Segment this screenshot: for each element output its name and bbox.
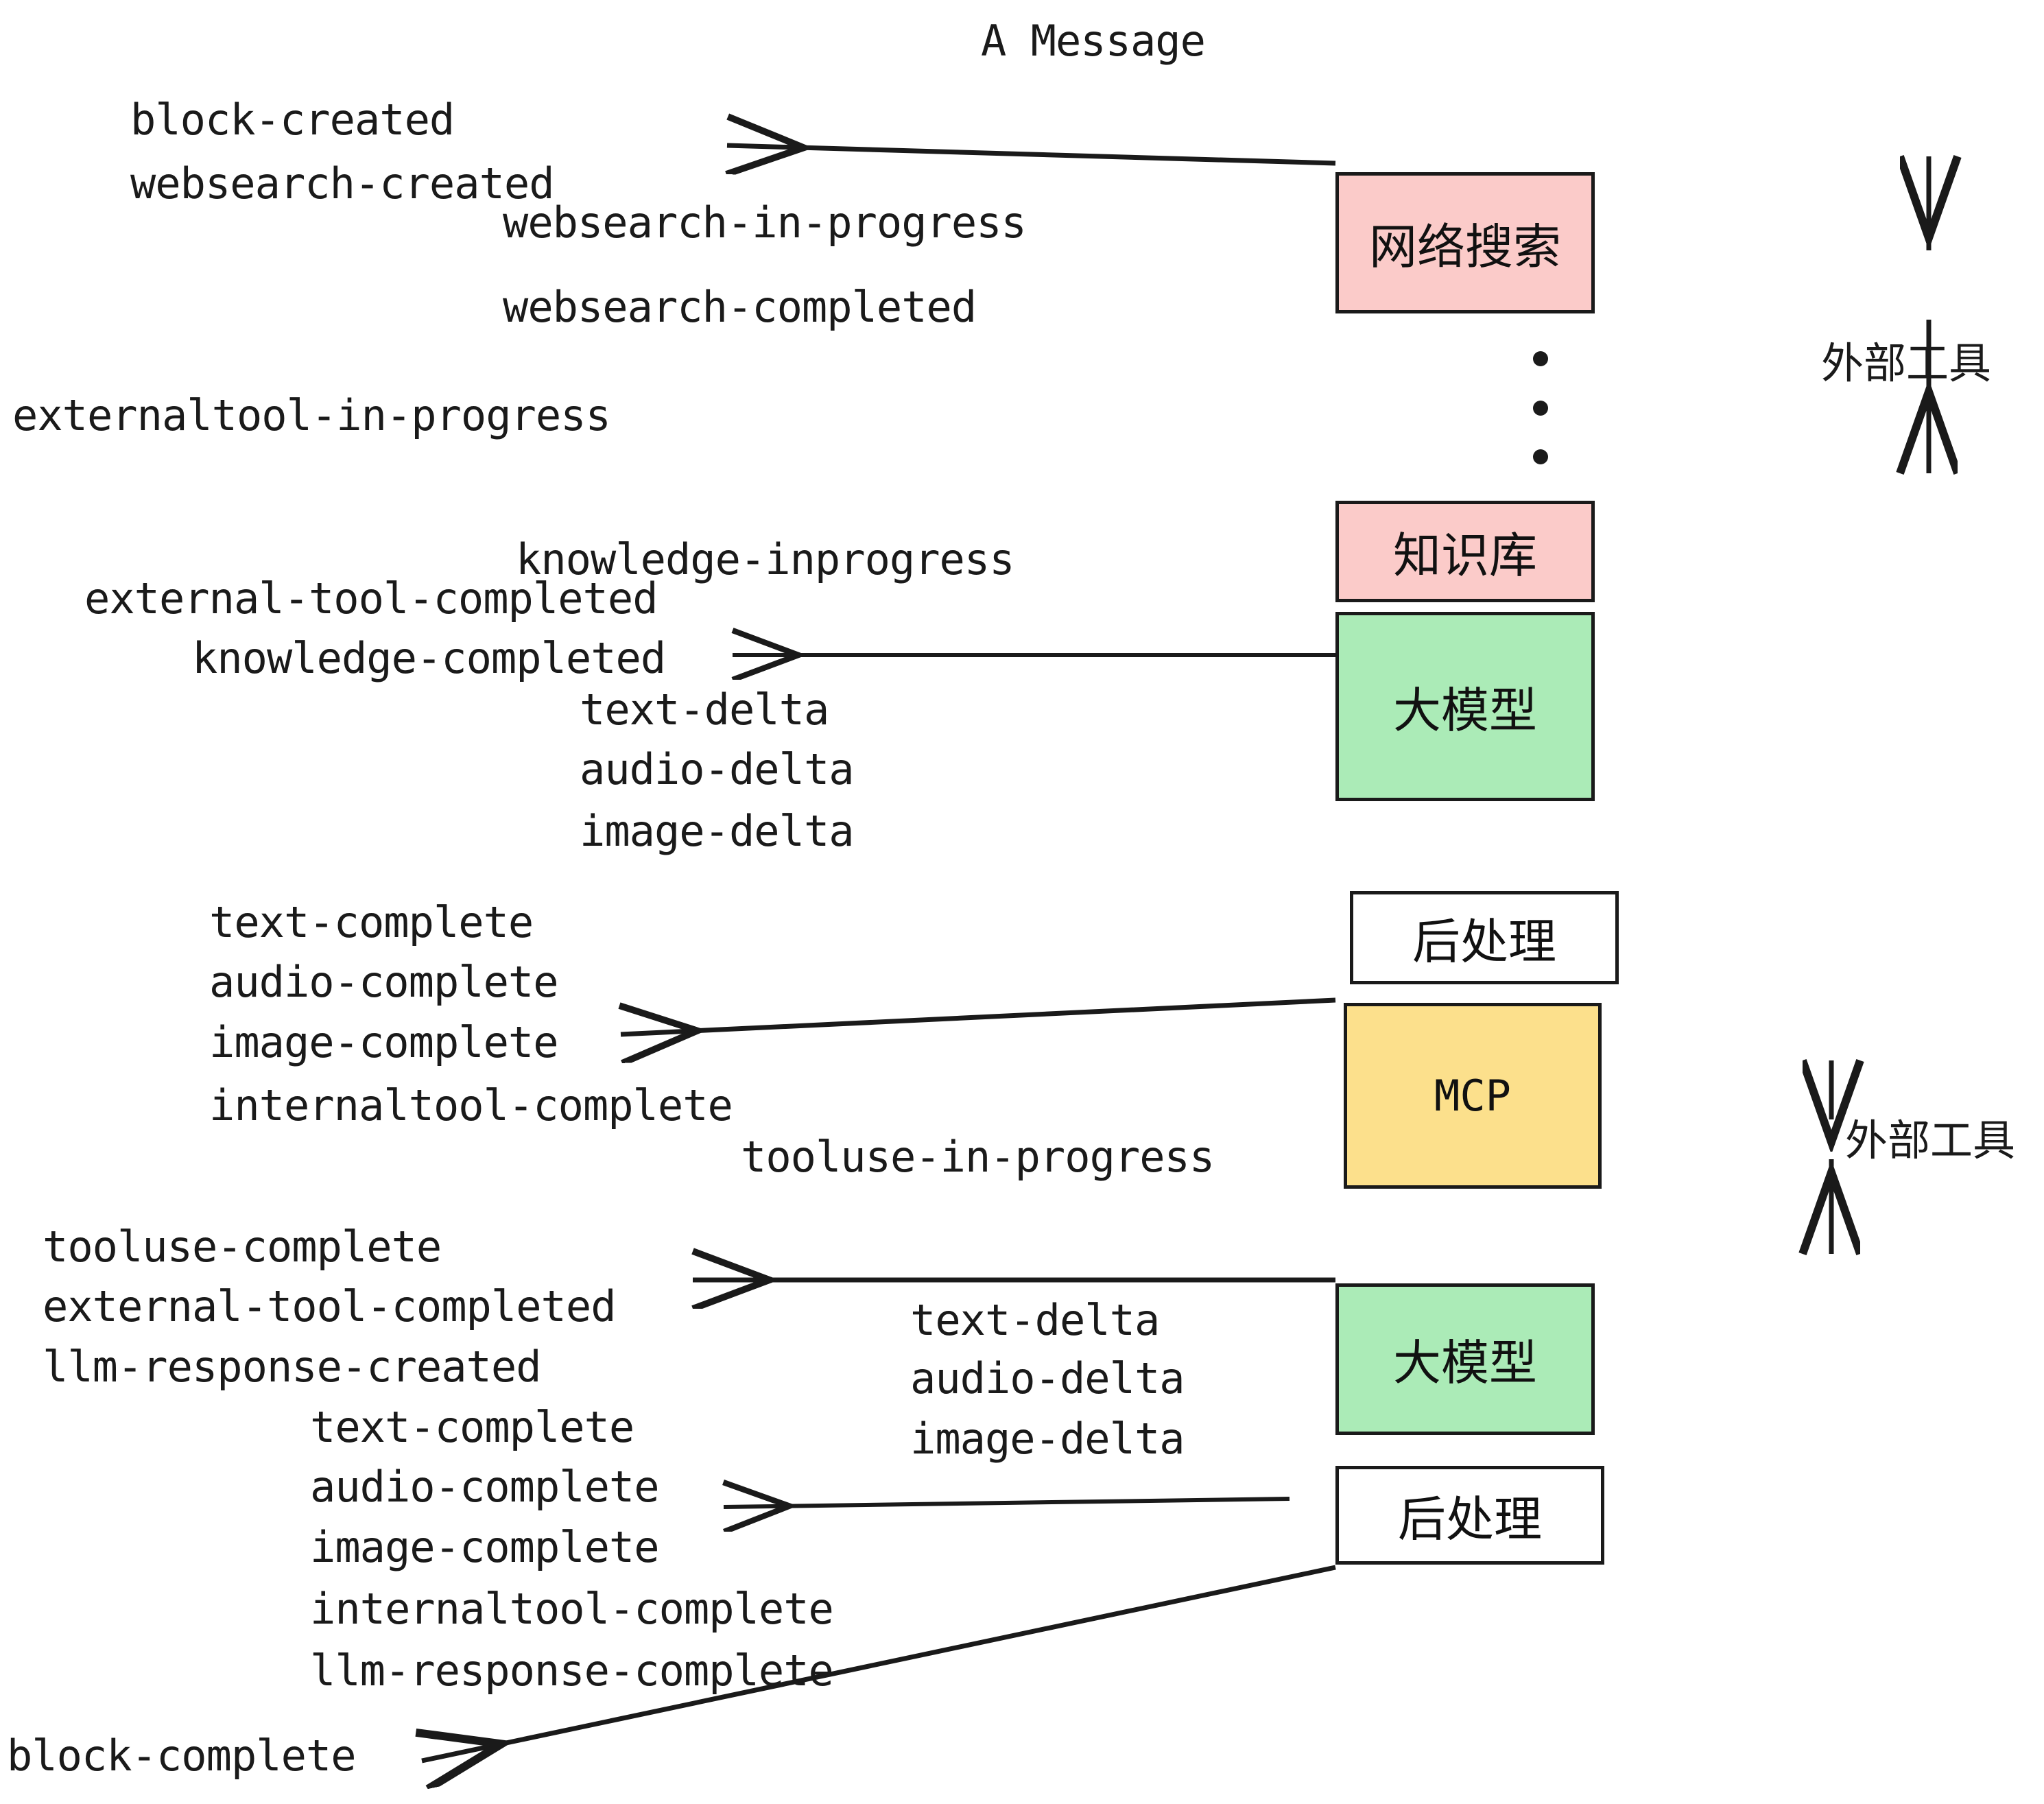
arrow-mcp-to-image-complete <box>621 997 1336 1034</box>
ellipsis-dot <box>1533 351 1548 366</box>
event-label-image-complete-1: image-complete <box>209 1017 559 1067</box>
side-label-external-tools-bottom: 外部工具 <box>1845 1115 2016 1165</box>
node-websearch: 网络搜索 <box>1335 172 1595 313</box>
event-label-internaltool-complete-1: internaltool-complete <box>209 1080 733 1130</box>
event-label-text-complete-1: text-complete <box>209 897 534 947</box>
event-label-llm-response-created: llm-response-created <box>43 1342 542 1392</box>
node-post-2: 后处理 <box>1335 1466 1604 1565</box>
event-label-text-delta-1: text-delta <box>580 685 829 735</box>
arrow-websearch-to-block-created <box>727 145 1336 163</box>
event-label-tooluse-complete: tooluse-complete <box>43 1222 442 1272</box>
ellipsis-dot <box>1533 449 1548 464</box>
event-label-audio-delta-1: audio-delta <box>580 744 855 794</box>
event-label-block-complete: block-complete <box>7 1731 357 1781</box>
node-mcp: MCP <box>1344 1003 1602 1189</box>
side-label-external-tools-top: 外部工具 <box>1821 338 1992 388</box>
event-label-audio-delta-2: audio-delta <box>910 1353 1185 1403</box>
event-label-tooluse-in-progress: tooluse-in-progress <box>741 1132 1215 1182</box>
event-label-image-complete-2: image-complete <box>310 1522 660 1572</box>
event-label-text-complete-2: text-complete <box>310 1402 634 1452</box>
event-label-block-created: block-created <box>130 95 455 145</box>
event-label-externaltool-in-progress: externaltool-in-progress <box>12 390 611 440</box>
event-label-knowledge-inprogress: knowledge-inprogress <box>516 534 1015 584</box>
event-label-websearch-in-progress: websearch-in-progress <box>503 198 1027 248</box>
event-label-audio-complete-1: audio-complete <box>209 957 559 1007</box>
event-label-websearch-completed: websearch-completed <box>503 282 977 332</box>
arrow-llm2-to-audio-complete <box>724 1499 1290 1507</box>
event-label-image-delta-2: image-delta <box>910 1414 1185 1464</box>
event-label-websearch-created: websearch-created <box>130 158 555 209</box>
event-label-llm-response-complete: llm-response-complete <box>310 1646 834 1696</box>
event-label-audio-complete-2: audio-complete <box>310 1462 660 1512</box>
node-llm-1: 大模型 <box>1335 612 1595 801</box>
event-label-knowledge-completed: knowledge-completed <box>192 633 666 683</box>
node-llm-2: 大模型 <box>1335 1283 1595 1435</box>
ellipsis-dot <box>1533 401 1548 416</box>
event-label-external-tool-completed-1: external-tool-completed <box>84 573 658 624</box>
arrow-post2-to-block-complete <box>422 1565 1336 1761</box>
page-title: A Message <box>981 16 1206 66</box>
event-label-text-delta-2: text-delta <box>910 1295 1160 1345</box>
event-label-internaltool-complete-2: internaltool-complete <box>310 1584 834 1634</box>
node-post-1: 后处理 <box>1350 891 1619 984</box>
event-label-external-tool-completed-2: external-tool-completed <box>43 1281 617 1331</box>
node-knowledge: 知识库 <box>1335 501 1595 602</box>
event-label-image-delta-1: image-delta <box>580 806 855 856</box>
